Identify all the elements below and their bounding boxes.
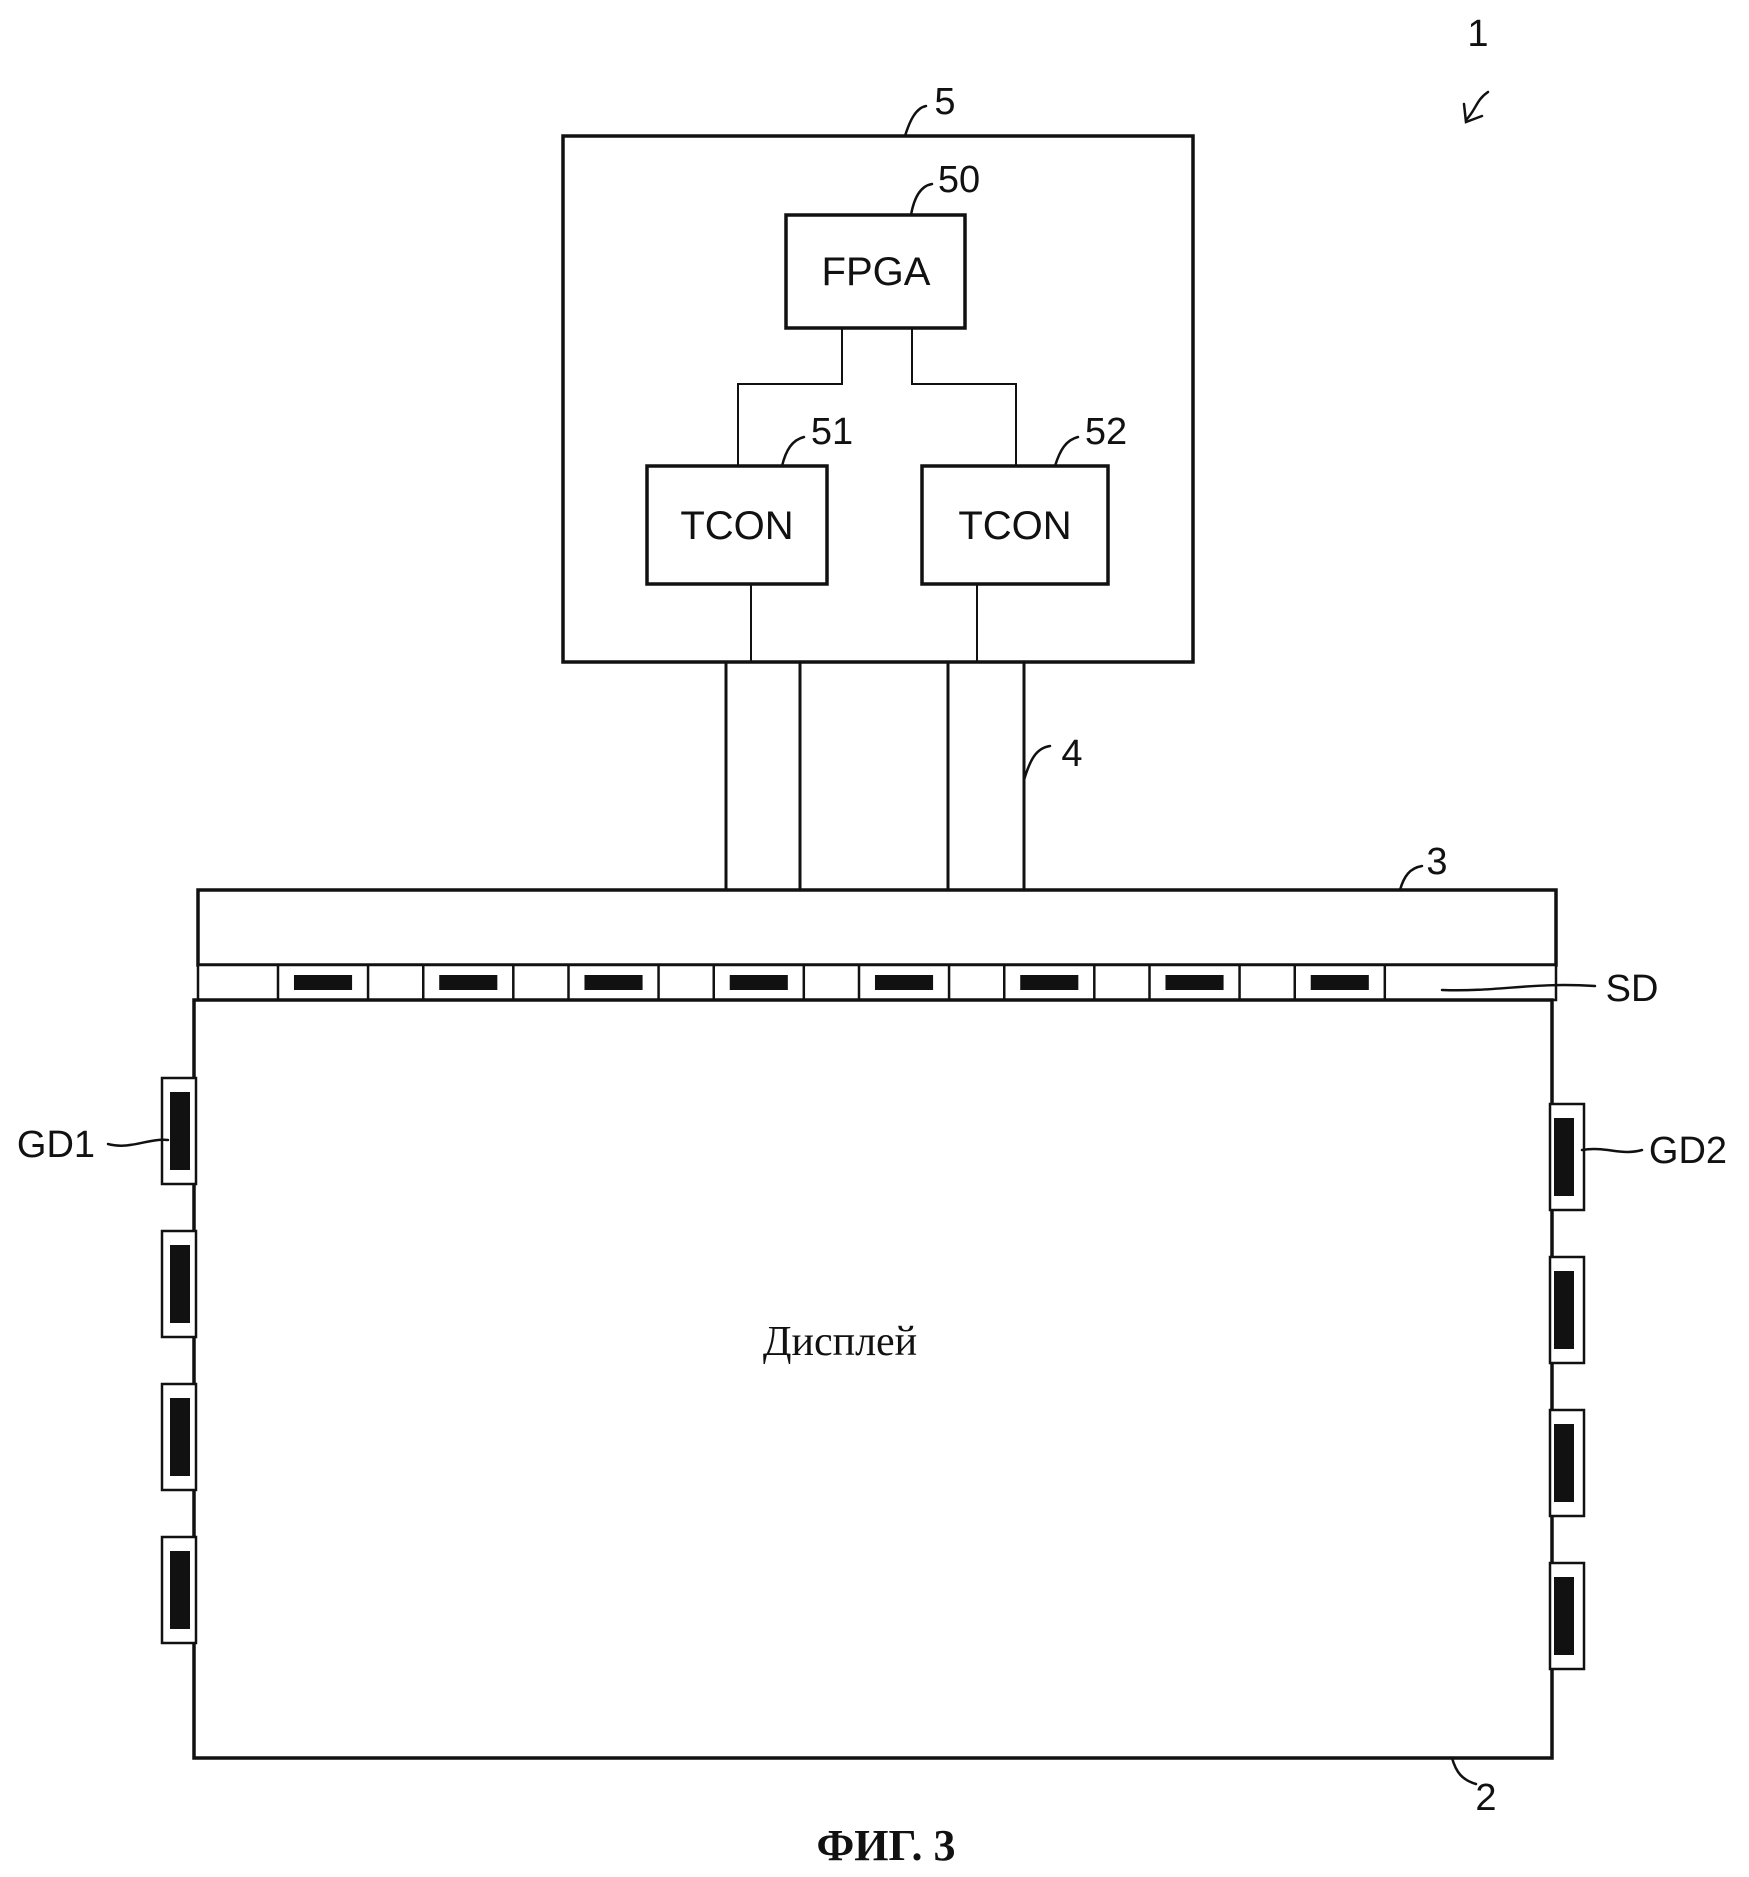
display-panel-outline — [192, 998, 1554, 1760]
gate-driver-left-pads — [160, 1076, 198, 1645]
tcon-1-label: TCON — [680, 504, 793, 548]
control-board-ref: 5 — [934, 81, 955, 123]
fpga-outline — [784, 213, 967, 330]
source-board: 3 — [196, 841, 1558, 967]
fpga-block: FPGA 50 — [784, 159, 980, 330]
wire-fpga-tcon-1 — [737, 327, 843, 467]
source-board-outline — [196, 888, 1558, 967]
tcon-2-block: TCON 52 — [920, 411, 1127, 586]
control-board-leader — [903, 104, 928, 138]
wire-fpga-tcon-2 — [911, 327, 1017, 467]
gate-driver-chip — [170, 1551, 190, 1629]
source-driver-chips — [276, 963, 1387, 1002]
gate-driver-left: GD1 — [17, 1076, 198, 1645]
gate-driver-right: GD2 — [1548, 1102, 1727, 1671]
tcon-2-leader — [1053, 435, 1080, 468]
source-driver-chip — [729, 975, 788, 990]
tcon-output-lines — [750, 583, 978, 663]
tcon-2-label: TCON — [958, 504, 1071, 548]
gate-driver-chip — [170, 1245, 190, 1323]
device-ref-arrowhead — [1462, 102, 1484, 124]
cable-leader — [1022, 744, 1052, 782]
tcon-1-leader — [780, 435, 806, 468]
tcon-2-outline — [920, 464, 1110, 586]
display-panel-leader — [1450, 1756, 1478, 1786]
gate-driver-chip — [1554, 1271, 1574, 1349]
gate-driver-left-label: GD1 — [17, 1124, 95, 1166]
source-driver-strip: SD — [196, 963, 1659, 1010]
fpga-label: FPGA — [822, 250, 931, 294]
source-board-leader — [1398, 864, 1424, 892]
source-board-ref: 3 — [1426, 841, 1447, 883]
fpga-tcon-wiring — [737, 327, 1017, 467]
display-label: Дисплей — [763, 1319, 917, 1365]
source-driver-chip — [1310, 975, 1369, 990]
fpga-ref: 50 — [938, 159, 980, 201]
tcon-1-block: TCON 51 — [645, 411, 853, 586]
source-driver-label: SD — [1606, 968, 1659, 1010]
tcon-1-outline — [645, 464, 829, 586]
source-driver-chip — [584, 975, 643, 990]
source-driver-chip — [874, 975, 934, 990]
figure-caption: ФИГ. 3 — [816, 1821, 955, 1870]
cable-bundle: 4 — [724, 660, 1083, 892]
source-driver-chip — [1020, 975, 1079, 990]
device-reference: 1 — [1462, 13, 1490, 124]
gate-driver-chip — [1554, 1577, 1574, 1655]
gate-driver-chip — [170, 1092, 190, 1170]
gate-driver-left-leader — [106, 1138, 170, 1147]
gate-driver-chip — [1554, 1118, 1574, 1196]
fpga-leader — [909, 182, 934, 217]
gate-driver-right-pads — [1548, 1102, 1586, 1671]
source-driver-package — [276, 963, 370, 1002]
cable-ref: 4 — [1061, 733, 1082, 775]
source-driver-chip — [439, 975, 498, 990]
device-ref-arrow — [1464, 90, 1490, 122]
source-driver-leader — [1440, 983, 1597, 992]
source-driver-chip — [1165, 975, 1224, 990]
gate-driver-right-label: GD2 — [1649, 1130, 1727, 1172]
gate-driver-chip — [1554, 1424, 1574, 1502]
tcon-2-ref: 52 — [1085, 411, 1127, 453]
gate-driver-chip — [170, 1398, 190, 1476]
device-ref-number: 1 — [1467, 13, 1488, 55]
source-driver-chip — [293, 975, 353, 990]
display-panel-ref: 2 — [1475, 1777, 1496, 1819]
gate-driver-right-leader — [1580, 1147, 1644, 1154]
display-panel: Дисплей 2 — [192, 998, 1554, 1819]
tcon-1-ref: 51 — [811, 411, 853, 453]
